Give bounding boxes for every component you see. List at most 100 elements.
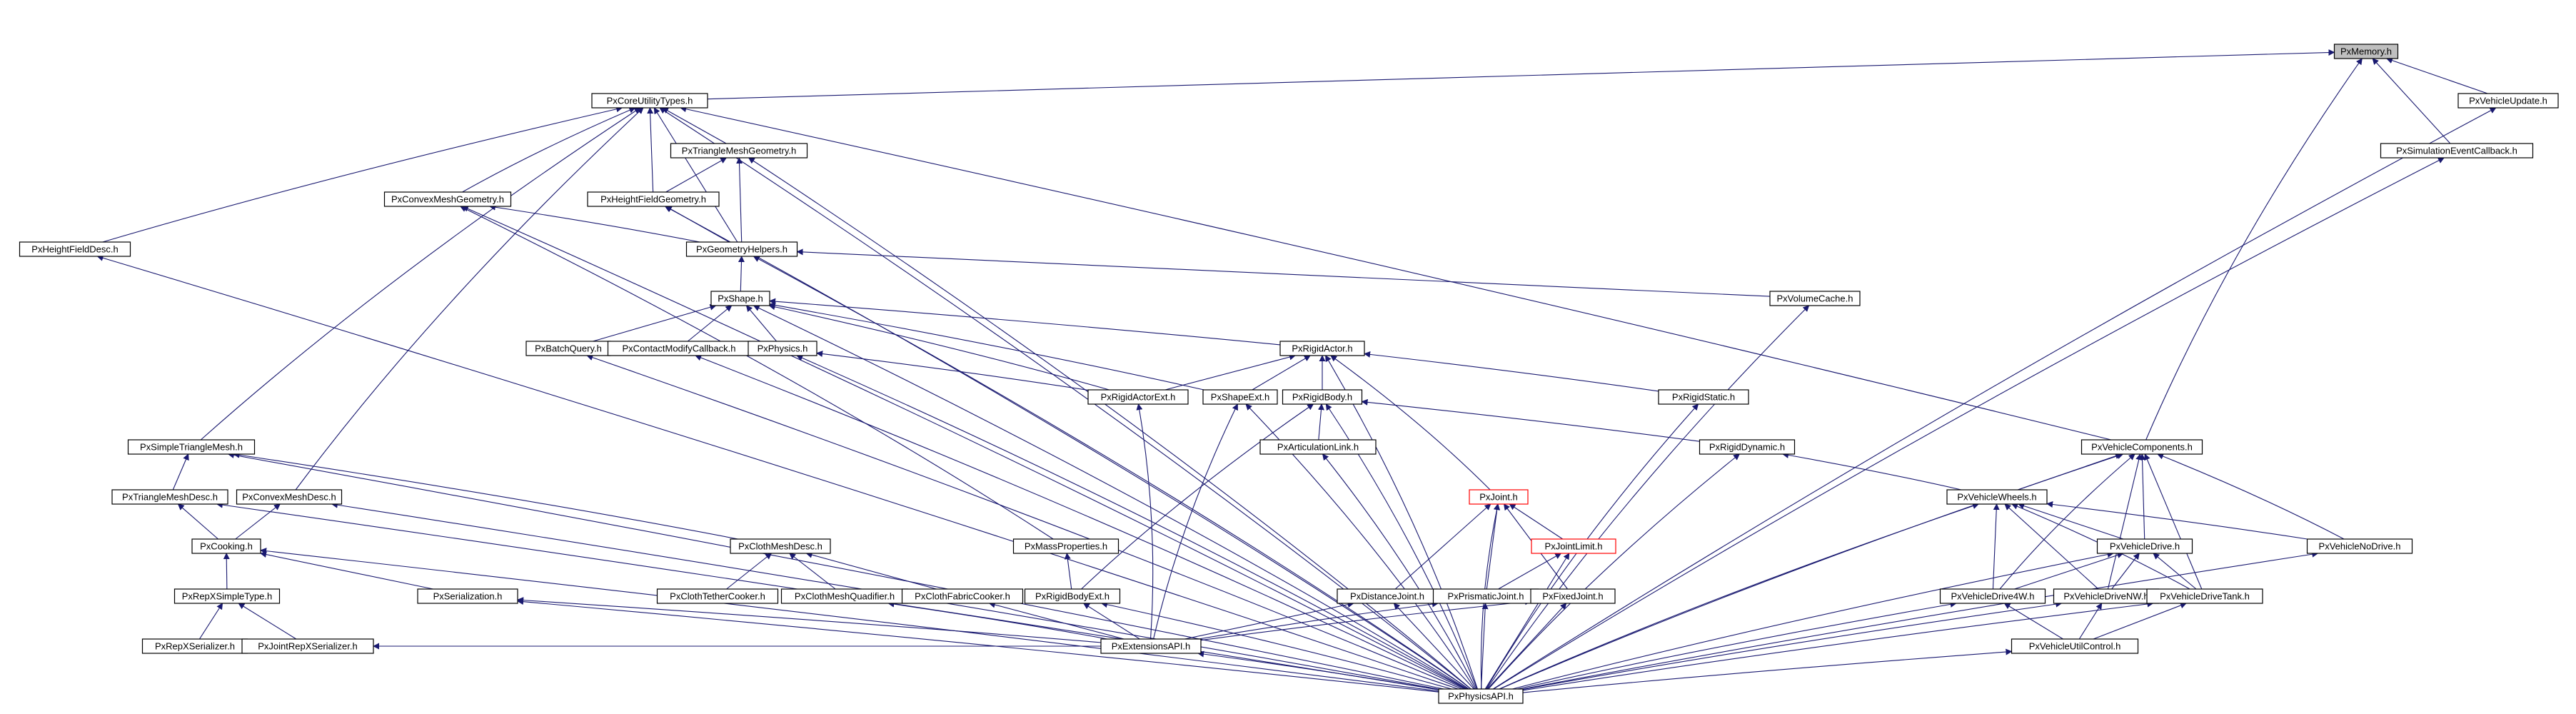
node-pxshape[interactable]: PxShape.h [710,291,770,306]
node-pxrigidstatic[interactable]: PxRigidStatic.h [1658,389,1749,405]
edge-pxshape-pxrigidactor [769,298,1281,346]
node-label: PxRigidStatic.h [1672,392,1735,403]
node-pxextensionsapi[interactable]: PxExtensionsAPI.h [1100,638,1202,654]
edge-pxjoint-pxdistancejoint [1394,503,1491,590]
node-pxsimpletrimesh[interactable]: PxSimpleTriangleMesh.h [127,439,256,455]
node-pxvehiclewheels[interactable]: PxVehicleWheels.h [1946,489,2048,505]
edge-pxcoreutility-pxconvexmeshgeom [462,107,636,193]
node-pxclothmeshdesc[interactable]: PxClothMeshDesc.h [730,538,831,554]
edge-pxvehiclenodrive-pxphysicsapi [1522,550,2319,690]
node-pxvehicledrivetank[interactable]: PxVehicleDriveTank.h [2146,588,2263,604]
node-pxgeomhelpers[interactable]: PxGeometryHelpers.h [685,241,798,257]
node-pxrigiddynamic[interactable]: PxRigidDynamic.h [1699,439,1796,455]
node-pxvehicleutilcontrol[interactable]: PxVehicleUtilControl.h [2011,638,2139,654]
edge-pxfixedjoint-pxextensionsapi [1200,598,1531,641]
node-label: PxConvexMeshGeometry.h [391,194,504,205]
node-pxclothfabric[interactable]: PxClothFabricCooker.h [901,588,1024,604]
edge-pxrigidbodyext-pxphysicsapi [1100,601,1452,690]
node-box [236,489,343,505]
edge-pxrigidbody-pxarticulationlink [1317,403,1324,441]
edge-pxmemory-pxsimeventcb [2372,58,2451,144]
node-pxrepxserializer[interactable]: PxRepXSerializer.h [141,638,248,654]
node-pxconvexmeshdesc[interactable]: PxConvexMeshDesc.h [236,489,343,505]
node-pxvehiclenodrive[interactable]: PxVehicleNoDrive.h [2306,538,2413,554]
node-box [901,588,1024,604]
node-pxtrianglemeshgeom[interactable]: PxTriangleMeshGeometry.h [670,143,808,159]
node-label: PxConvexMeshDesc.h [242,492,336,503]
node-pxsimeventcb[interactable]: PxSimulationEventCallback.h [2380,143,2534,159]
edge-pxcoreutility-pxheightfieldgeom [647,107,654,193]
node-pxvehicledrivenw[interactable]: PxVehicleDriveNW.h [2053,588,2160,604]
node-pxcooking[interactable]: PxCooking.h [191,538,261,554]
node-pxvolumecache[interactable]: PxVolumeCache.h [1769,291,1861,306]
node-label: PxVehicleDriveNW.h [2063,591,2148,602]
node-pxrigidbody[interactable]: PxRigidBody.h [1282,389,1363,405]
node-label: PxPhysics.h [758,343,808,354]
node-pxmemory[interactable]: PxMemory.h [2333,44,2399,59]
node-pxarticulationlink[interactable]: PxArticulationLink.h [1259,439,1377,455]
node-pxvehicleupdate[interactable]: PxVehicleUpdate.h [2457,93,2559,109]
edge-pxdistancejoint-pxphysicsapi [1393,603,1475,690]
node-pxclothtether[interactable]: PxClothTetherCooker.h [656,588,779,604]
edge-pxsimpletrimesh-pxphysicsapi [227,452,1444,690]
node-label: PxRigidBodyExt.h [1035,591,1110,602]
node-pxvehiclecomponents[interactable]: PxVehicleComponents.h [2081,439,2203,455]
node-box [670,143,808,159]
node-label: PxVehicleDrive.h [2110,541,2180,552]
node-pxphysics[interactable]: PxPhysics.h [748,341,817,356]
edge-pxvehiclecomponents-pxvehicledrivenw [2107,453,2143,590]
node-box [587,191,720,207]
edge-pxvehicledrive4w-pxphysicsapi [1517,600,1957,690]
edge-pxmassprops-pxrigidbodyext [1064,553,1072,590]
node-pxcoreutility[interactable]: PxCoreUtilityTypes.h [591,93,708,109]
node-pxrigidactor[interactable]: PxRigidActor.h [1279,341,1365,356]
node-pxdistancejoint[interactable]: PxDistanceJoint.h [1337,588,1438,604]
node-pxjointlimit[interactable]: PxJointLimit.h [1531,538,1616,554]
node-label: PxJoint.h [1479,492,1517,503]
node-pxserialization[interactable]: PxSerialization.h [417,588,518,604]
node-box [1531,538,1616,554]
node-pxphysicsapi[interactable]: PxPhysicsAPI.h [1438,688,1524,704]
node-pxrepxsimpletype[interactable]: PxRepXSimpleType.h [173,588,281,604]
node-pxheightfieldgeom[interactable]: PxHeightFieldGeometry.h [587,191,720,207]
node-pxvehicledrive[interactable]: PxVehicleDrive.h [2096,538,2193,554]
edge-pxclothmeshdesc-pxclothtether [726,553,773,590]
node-pxcontactmodcb[interactable]: PxContactModifyCallback.h [607,341,751,356]
node-pxrigidactorext[interactable]: PxRigidActorExt.h [1087,389,1189,405]
node-label: PxHeightFieldGeometry.h [600,194,706,205]
node-box [1282,389,1363,405]
node-pxclothmeshquad[interactable]: PxClothMeshQuadifier.h [780,588,909,604]
node-box [1438,688,1524,704]
node-pxjoint[interactable]: PxJoint.h [1469,489,1529,505]
node-pxtrimeshdesc[interactable]: PxTriangleMeshDesc.h [111,489,228,505]
edge-pxshape-pxshapeext [769,302,1204,391]
node-pxvehicledrive4w[interactable]: PxVehicleDrive4W.h [1939,588,2046,604]
node-box [2380,143,2534,159]
edge-pxconvexmeshdesc-pxcooking [235,503,281,540]
edge-pxvehicledrive-pxvehicledrivenw [2111,553,2140,590]
edge-pxrigidactor-pxrigidactorext [1164,353,1296,391]
edge-pxshape-pxphysics [745,305,777,342]
node-pxbatchquery[interactable]: PxBatchQuery.h [525,341,611,356]
edge-pxvehicledrive-pxvehicledrive4w [2014,552,2124,590]
node-pxfixedjoint[interactable]: PxFixedJoint.h [1530,588,1616,604]
edge-pxrigidactor-pxshapeext [1252,355,1311,391]
node-box [710,291,770,306]
node-pxrigidbodyext[interactable]: PxRigidBodyExt.h [1024,588,1121,604]
node-box [241,638,374,654]
node-pxmassprops[interactable]: PxMassProperties.h [1012,538,1120,554]
node-pxshapeext[interactable]: PxShapeExt.h [1202,389,1278,405]
node-box [191,538,261,554]
node-pxheightfielddesc[interactable]: PxHeightFieldDesc.h [19,241,131,257]
node-pxjointrepxserializer[interactable]: PxJointRepXSerializer.h [241,638,374,654]
edge-pxjointlimit-pxprismaticjoint [1498,553,1562,590]
node-box [748,341,817,356]
node-pxconvexmeshgeom[interactable]: PxConvexMeshGeometry.h [383,191,512,207]
node-box [2146,588,2263,604]
edge-pxphysics-pxrigidactorext [816,351,1089,391]
node-label: PxRigidDynamic.h [1709,442,1785,453]
edge-pxvehicledrivenw-pxvehicleutilcontrol [2078,603,2103,640]
edge-pxsimpletrimesh-pxclothmeshdesc [233,451,738,540]
edge-pxbatchquery-pxphysicsapi [586,354,1462,690]
node-pxprismaticjoint[interactable]: PxPrismaticJoint.h [1432,588,1539,604]
